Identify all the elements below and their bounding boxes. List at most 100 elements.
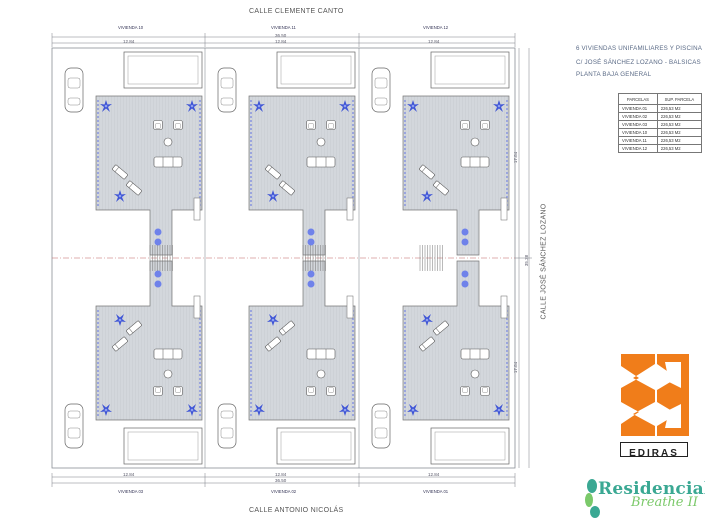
parcel-area: 226,53 M2 [656, 128, 703, 137]
dim-lot-bottom-2: 12.84 [275, 472, 287, 477]
vivienda-label-top-2: VIVIENDA 11 [271, 25, 296, 30]
brand-tagline: Breathe II [631, 495, 698, 510]
floor-plan [51, 33, 532, 487]
stairs [419, 245, 443, 271]
armchair-icon [173, 386, 183, 396]
counter [193, 295, 201, 319]
sofa-icon [460, 348, 490, 360]
stool-icon [461, 228, 469, 236]
pool [276, 427, 356, 465]
unit [217, 51, 356, 256]
pool [430, 427, 510, 465]
parcel-area: 226,53 M2 [656, 112, 703, 121]
armchair-icon [460, 386, 470, 396]
unit [64, 260, 203, 465]
vivienda-label-bottom-2: VIVIENDA 02 [271, 489, 297, 494]
car-icon [217, 403, 237, 449]
vivienda-label-top-3: VIVIENDA 12 [423, 25, 449, 30]
unit [371, 51, 510, 256]
stool-icon [307, 238, 315, 246]
stool-icon [307, 280, 315, 288]
table-icon [163, 369, 173, 379]
stool-icon [307, 270, 315, 278]
parcel-area: 226,53 M2 [656, 104, 703, 113]
terrace [95, 95, 203, 256]
armchair-icon [480, 386, 490, 396]
sofa-icon [460, 156, 490, 168]
terrace [402, 260, 510, 421]
pool-inner [280, 55, 352, 85]
stairs [302, 245, 326, 271]
table-icon [316, 369, 326, 379]
dim-lot-top-1: 12.84 [123, 39, 135, 44]
armchair-icon [153, 120, 163, 130]
parcel-name: VIVIENDA 03 [618, 120, 658, 129]
dim-lot-bottom-3: 12.84 [428, 472, 440, 477]
sofa-icon [306, 348, 336, 360]
pool-inner [434, 431, 506, 461]
terrace [248, 260, 356, 421]
armchair-icon [480, 120, 490, 130]
car-icon [371, 403, 391, 449]
ediras-logo-text: EDIRAS [629, 448, 679, 459]
dim-total-top: 36.50 [275, 33, 287, 38]
pool [430, 51, 510, 89]
armchair-icon [306, 386, 316, 396]
sofa-icon [306, 156, 336, 168]
stool-icon [154, 280, 162, 288]
terrace [248, 95, 356, 256]
vivienda-label-bottom-3: VIVIENDA 01 [423, 489, 449, 494]
armchair-icon [326, 120, 336, 130]
pool-inner [127, 55, 199, 85]
unit [217, 260, 356, 465]
counter [346, 197, 354, 221]
car-icon [64, 403, 84, 449]
stool-icon [154, 228, 162, 236]
title-line-1: 6 VIVIENDAS UNIFAMILIARES Y PISCINA [576, 45, 703, 52]
ediras-logo-icon [621, 354, 689, 436]
counter [193, 197, 201, 221]
parcel-header-name: PARCELAS [618, 93, 658, 105]
vivienda-label-top-1: VIVIENDA 10 [118, 25, 144, 30]
unit [64, 51, 203, 256]
sofa-icon [153, 156, 183, 168]
pool-inner [280, 431, 352, 461]
pool [276, 51, 356, 89]
dim-lot-top-3: 12.84 [428, 39, 440, 44]
title-line-3: PLANTA BAJA GENERAL [576, 71, 652, 78]
stairs [149, 245, 173, 271]
table-icon [163, 137, 173, 147]
terrace [402, 95, 510, 256]
counter [346, 295, 354, 319]
sofa-icon [153, 348, 183, 360]
car-icon [217, 67, 237, 113]
parcel-name: VIVIENDA 02 [618, 112, 658, 121]
pool-inner [434, 55, 506, 85]
table-icon [316, 137, 326, 147]
stool-icon [307, 228, 315, 236]
parcel-name: VIVIENDA 11 [618, 136, 658, 145]
parcel-area: 226,53 M2 [656, 136, 703, 145]
table-icon [470, 137, 480, 147]
armchair-icon [326, 386, 336, 396]
car-icon [64, 67, 84, 113]
terrace [95, 260, 203, 421]
title-line-2: C/ JOSÉ SÁNCHEZ LOZANO - BALSICAS [576, 59, 701, 66]
leaf-icon [585, 479, 600, 518]
parcel-name: VIVIENDA 12 [618, 144, 658, 153]
unit [371, 260, 510, 465]
dim-lot-top-2: 12.84 [275, 39, 287, 44]
table-icon [470, 369, 480, 379]
dim-lot-bottom-1: 12.84 [123, 472, 135, 477]
parcel-header-area: SUP. PARCELA [656, 93, 703, 105]
street-top-label: CALLE CLEMENTE CANTO [249, 8, 344, 15]
parcel-area: 226,53 M2 [656, 120, 703, 129]
stool-icon [461, 238, 469, 246]
counter [500, 197, 508, 221]
armchair-icon [306, 120, 316, 130]
